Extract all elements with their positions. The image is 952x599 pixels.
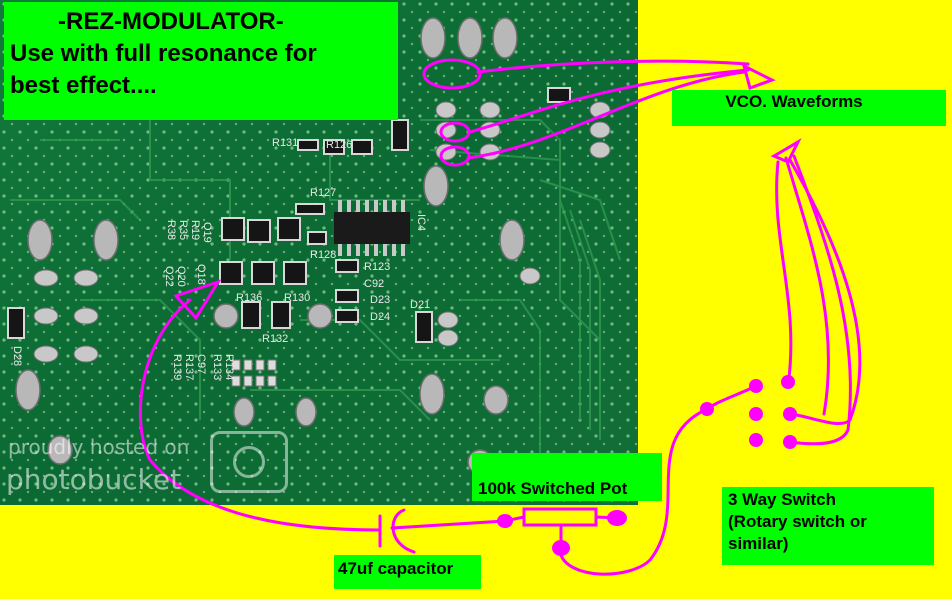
switch-label-line2: (Rotary switch or [728,512,867,531]
title-line3: best effect.... [10,72,157,99]
watermark-line2: photobucket [6,463,182,496]
pcb-label-r127: R127 [310,187,336,199]
pcb-label-r126: R126 [326,139,352,151]
switch-common-wire [705,384,758,411]
pcb-label-r130: R130 [284,292,310,304]
ic4-chip [334,200,410,256]
switch-wire-c [788,154,852,446]
switch-to-vco-arrow [770,138,802,164]
vco-arrow-head [741,63,776,90]
switch-wire-b [784,156,830,416]
pcb-label-c97: C97 [195,354,207,374]
switch-lug-6 [783,435,797,449]
pcb-label-r38: R38 [165,220,177,240]
cap-to-pcb-wire [138,298,382,532]
switch-lug-3 [749,407,763,421]
pcb-label-r134: R134 [223,354,235,380]
wiring [138,58,862,576]
pot-to-switch-wire [558,407,709,576]
title-box: -REZ-MODULATOR- Use with full resonance … [4,2,398,120]
photobucket-watermark: proudly hosted on photobucket [0,425,312,507]
title-line2: Use with full resonance for [10,40,317,67]
pcb-label-r137: R137 [183,354,195,380]
pcb-label-q20: Q20 [175,266,187,287]
pcb-label-ic4: IC4 [415,214,427,231]
vco-wire-1 [476,59,750,74]
vco-waveforms-label: VCO. Waveforms [672,90,946,126]
switch-label-line3: similar) [728,534,789,553]
watermark-line1: proudly hosted on [8,435,190,459]
pcb-label-r123: R123 [364,261,390,273]
vco-pad-highlight-1 [422,58,482,90]
capacitor-label: 47uf capacitor [334,555,481,589]
pcb-label-c92: C92 [364,278,384,290]
pcb-label-q19: Q19 [201,222,213,243]
pcb-arrow-head [173,279,222,321]
pcb-label-d21: D21 [410,299,430,311]
photobucket-camera-icon [210,431,288,493]
pcb-label-d28: D28 [11,346,23,366]
cap-to-pot-wire [390,519,507,530]
vco-wire-3 [466,70,746,160]
vco-pad-highlight-3 [439,145,471,167]
pcb-label-d23: D23 [370,294,390,306]
pcb-label-r128: R128 [310,249,336,261]
pcb-label-d24: D24 [370,311,390,323]
pcb-label-r133: R133 [211,354,223,380]
pcb-label-r139: R139 [171,354,183,380]
capacitor-plate-curved [391,508,416,554]
title-line1: -REZ-MODULATOR- [58,8,284,35]
pcb-label-r136: R136 [236,292,262,304]
switch-wire-d [788,158,862,426]
switch-label-line1: 3 Way Switch [728,490,837,509]
pot-right-wire [594,515,619,520]
vco-wire-2 [468,68,750,134]
pcb-label-r35: R35 [177,220,189,240]
switch-lug-4 [783,407,797,421]
pcb-label-q22: Q22 [163,266,175,287]
three-way-switch-label: 3 Way Switch (Rotary switch or similar) [722,487,934,565]
switched-pot-label: 100k Switched Pot [472,453,662,501]
switch-lug-2 [781,375,795,389]
pcb-label-r19: R19 [189,220,201,240]
switch-lug-5 [749,433,763,447]
pcb-label-q18: Q18 [195,264,207,285]
pot-body [522,507,598,527]
pcb-label-r131: R131 [272,137,298,149]
pot-left-wire [503,515,526,523]
pcb-label-r132: R132 [262,333,288,345]
switch-wire-a [775,160,793,388]
